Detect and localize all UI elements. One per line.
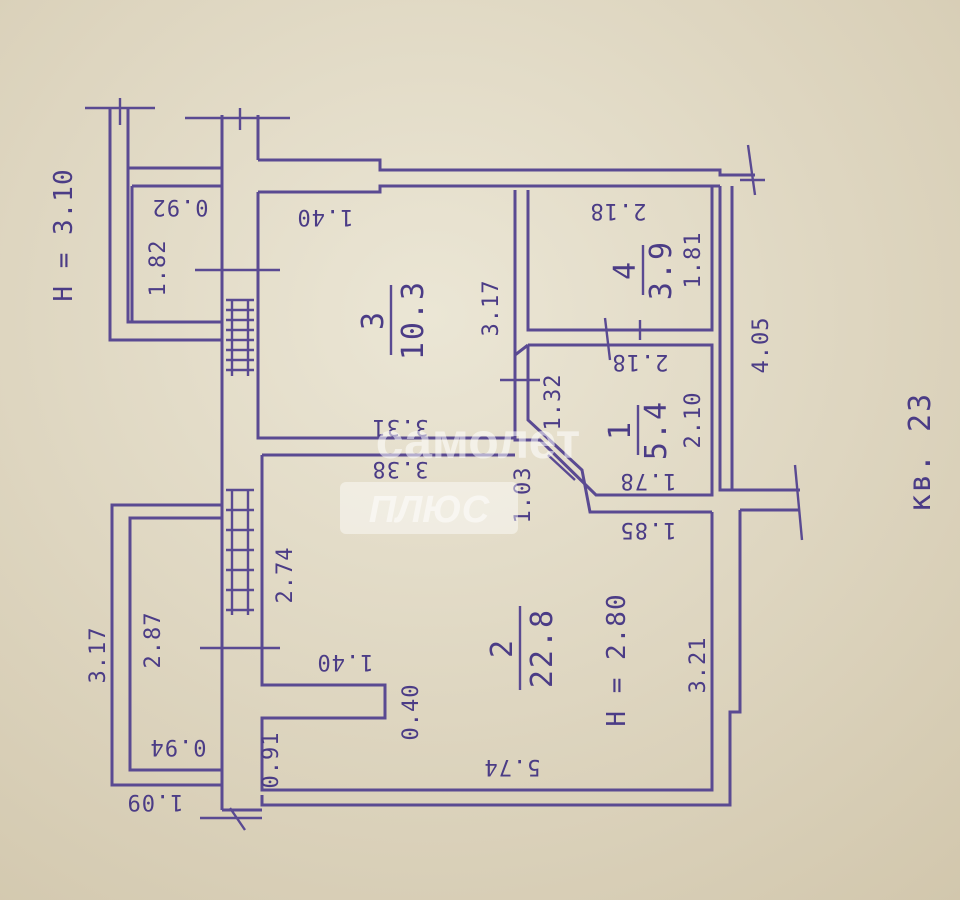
watermark: самолет ПЛЮС (340, 413, 580, 534)
dim-181: 1.81 (681, 232, 706, 289)
dim-338: 3.38 (372, 456, 429, 481)
dim-405: 4.05 (749, 317, 774, 374)
room1-diag-wall (526, 345, 712, 514)
window-left-lower (226, 488, 254, 615)
dim-321: 3.21 (686, 637, 711, 694)
dim-210: 2.10 (681, 392, 706, 449)
dim-094: 0.94 (150, 734, 207, 759)
right-exterior-wall (260, 186, 800, 807)
room3-number: 3 (356, 310, 391, 330)
dim-182: 1.82 (146, 240, 171, 297)
room4-number: 4 (608, 260, 643, 280)
walls (85, 98, 804, 831)
dim-091: 0.91 (259, 732, 284, 789)
dim-040: 0.40 (399, 684, 424, 741)
top-inner-wall (258, 184, 720, 194)
left-main-wall (220, 115, 755, 810)
room1-outline (513, 343, 714, 497)
apartment-label: кв. 23 (903, 392, 938, 512)
dim-331: 3.31 (372, 414, 429, 439)
dim-140-top: 1.40 (297, 204, 354, 229)
dim-109: 1.09 (127, 789, 184, 814)
dim-287: 2.87 (141, 612, 166, 669)
watermark-brand: самолет (376, 413, 581, 469)
dim-185: 1.85 (620, 517, 677, 542)
dim-218-mid: 2.18 (612, 349, 669, 374)
dimensions: 1.40 0.92 1.82 2.18 1.81 3.17 2.18 4.05 … (86, 194, 774, 814)
top-left-balcony-wall (108, 108, 222, 342)
tick-marks (85, 98, 804, 831)
bottom-left-balcony-wall (110, 503, 262, 812)
room1-number: 1 (603, 420, 638, 440)
room2-area: 22.8 (525, 608, 560, 688)
room3-area: 10.3 (396, 280, 431, 360)
main-height: H = 3.10 (49, 168, 79, 301)
watermark-badge (340, 482, 518, 534)
room2-height: H = 2.80 (602, 593, 632, 726)
dim-317-left: 3.17 (86, 627, 111, 684)
window-left-upper (226, 298, 254, 376)
room2-number: 2 (485, 638, 520, 658)
dim-178: 1.78 (620, 468, 677, 493)
dim-574: 5.74 (484, 754, 541, 779)
dim-218-top: 2.18 (590, 198, 647, 223)
room3-outline (256, 186, 714, 440)
room1-area: 5.4 (639, 400, 674, 460)
dim-274: 2.74 (273, 547, 298, 604)
room2-outline (260, 453, 714, 792)
room-labels: 3 10.3 4 3.9 1 5.4 2 22.8 H = 2.80 H = 3… (49, 168, 938, 726)
dim-132: 1.32 (541, 374, 566, 431)
watermark-sub: ПЛЮС (369, 489, 490, 531)
dim-103: 1.03 (511, 467, 536, 524)
dim-092: 0.92 (152, 194, 209, 219)
dim-317-room3: 3.17 (479, 280, 504, 337)
dim-140-mid: 1.40 (317, 649, 374, 674)
room4-area: 3.9 (644, 240, 679, 300)
